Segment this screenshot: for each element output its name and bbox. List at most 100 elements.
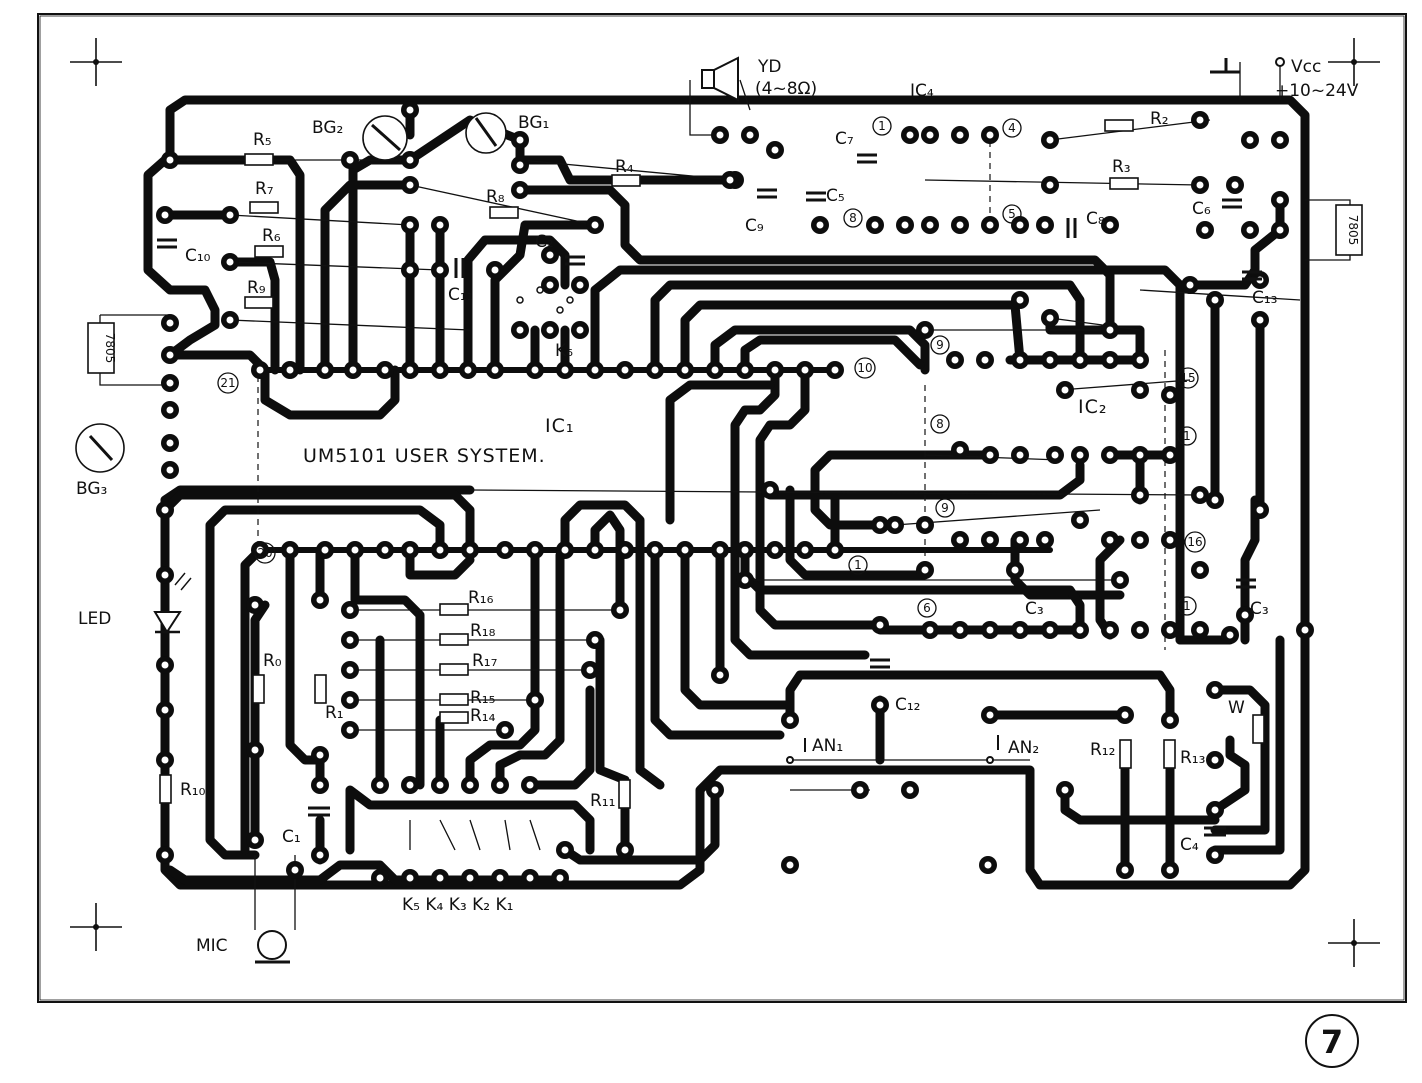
pad-hole [901, 221, 909, 229]
pad-hole [1136, 451, 1144, 459]
pad-hole [1011, 566, 1019, 574]
label-r8: R₈ [486, 187, 505, 207]
pad-hole [346, 666, 354, 674]
pad-hole [1196, 116, 1204, 124]
pad-hole [1211, 851, 1219, 859]
capacitor-symbols [157, 153, 1262, 837]
pad-hole [831, 546, 839, 554]
pad-hole [621, 366, 629, 374]
label-7805-left: 7805 [103, 333, 117, 364]
pad-hole [986, 536, 994, 544]
pin-marker-20: 20 [257, 546, 272, 560]
pad-hole [981, 356, 989, 364]
pad-hole [436, 366, 444, 374]
pad-hole [406, 874, 414, 882]
pad-hole [876, 521, 884, 529]
pad-hole [576, 326, 584, 334]
pad-hole [926, 221, 934, 229]
pad-hole [1166, 451, 1174, 459]
pad-hole [956, 131, 964, 139]
pad-hole [1166, 536, 1174, 544]
pad-hole [1046, 356, 1054, 364]
label-keys: K₅ K₄ K₃ K₂ K₁ [402, 895, 513, 915]
pad-hole [856, 786, 864, 794]
label-w: W [1228, 698, 1245, 718]
board-outline [37, 13, 1407, 1003]
pad-hole [491, 366, 499, 374]
pad-hole [166, 406, 174, 414]
pad-hole [531, 546, 539, 554]
pad-hole [561, 546, 569, 554]
resistor-r18 [439, 633, 469, 646]
pad-hole [871, 221, 879, 229]
pad-hole [986, 451, 994, 459]
pad-hole [591, 636, 599, 644]
pad-hole [516, 161, 524, 169]
resistor-r10 [159, 774, 172, 804]
pad-hole [921, 521, 929, 529]
pad-hole [921, 566, 929, 574]
resistor-r3 [1109, 177, 1139, 190]
resistor-r7 [249, 201, 279, 214]
label-r16: R₁₆ [468, 588, 494, 608]
pin-marker-4: 4 [1008, 121, 1016, 135]
pad-hole [1256, 316, 1264, 324]
pad-hole [831, 366, 839, 374]
pad-hole [1016, 451, 1024, 459]
resistor-r14 [439, 711, 469, 724]
pad-hole [956, 221, 964, 229]
pad-hole [436, 546, 444, 554]
pad-hole [986, 221, 994, 229]
component-links [99, 62, 1351, 930]
pad-hole [1211, 296, 1219, 304]
pin-marker-8a: 8 [849, 211, 857, 225]
pad-hole [349, 366, 357, 374]
pad-hole [166, 439, 174, 447]
pad-hole [406, 366, 414, 374]
pad-hole [1136, 536, 1144, 544]
label-bg3: BG₃ [76, 479, 107, 499]
pads [156, 101, 1314, 887]
pad-hole [161, 851, 169, 859]
pad-hole [1276, 226, 1284, 234]
resistor-r8 [489, 206, 519, 219]
pad-hole [1046, 136, 1054, 144]
pad-hole [556, 874, 564, 882]
pad-hole [316, 596, 324, 604]
board-system-title: UM5101 USER SYSTEM. [303, 445, 546, 467]
pad-hole [591, 366, 599, 374]
led-icon [153, 572, 192, 634]
pad-hole [651, 366, 659, 374]
pad-hole [956, 446, 964, 454]
label-c4: C₄ [1180, 835, 1199, 855]
pad-hole [406, 266, 414, 274]
pad-hole [436, 266, 444, 274]
pad-hole [1226, 631, 1234, 639]
label-r6: R₆ [262, 226, 281, 246]
pad-hole [381, 546, 389, 554]
pad-hole [651, 546, 659, 554]
pad-hole [406, 781, 414, 789]
label-yd: YD [757, 57, 781, 77]
pad-hole [771, 546, 779, 554]
pad-hole [1116, 576, 1124, 584]
resistor-r4 [611, 174, 641, 187]
pad-hole [226, 316, 234, 324]
pad-hole [716, 546, 724, 554]
pad-hole [346, 156, 354, 164]
pad-hole [346, 606, 354, 614]
pad-hole [1186, 281, 1194, 289]
board-inner-frame [39, 15, 1405, 1001]
pad-hole [1136, 386, 1144, 394]
pad-hole [256, 366, 264, 374]
pad-hole [321, 366, 329, 374]
resistor-r11 [618, 779, 631, 809]
resistor-r5 [244, 153, 274, 166]
pad-hole [161, 571, 169, 579]
pad-hole [586, 666, 594, 674]
pad-hole [166, 156, 174, 164]
pad-hole [921, 326, 929, 334]
pad-hole [1196, 626, 1204, 634]
label-vcc: Vcc [1291, 57, 1321, 77]
label-r11: R₁₁ [590, 791, 615, 811]
